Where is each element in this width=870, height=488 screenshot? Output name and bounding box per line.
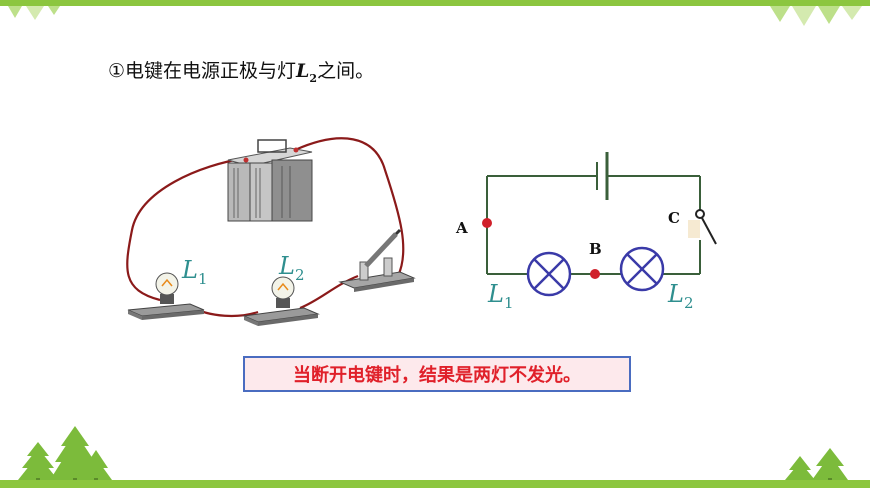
point-b-label: B: [589, 240, 602, 258]
diagram-label-l1: L1: [488, 280, 513, 312]
diagram-label-l1-sub: 1: [503, 293, 514, 312]
bottom-accent-bar: [0, 480, 870, 488]
title-prefix: ①电键在电源正极与灯: [108, 60, 297, 82]
diagram-label-l2-sub: 2: [683, 293, 694, 312]
photo-label-l2-sub: 2: [294, 265, 305, 284]
point-a-marker: [482, 218, 492, 228]
top-accent-bar: [0, 0, 870, 6]
point-c-label: C: [668, 209, 680, 227]
photo-label-l1-sub: 1: [197, 269, 208, 288]
point-a-label: A: [456, 219, 468, 237]
result-text: 当断开电键时，结果是两灯不发光。: [293, 365, 581, 386]
result-box: 当断开电键时，结果是两灯不发光。: [243, 356, 631, 392]
bulb-icon-l2: [242, 276, 320, 326]
diagram-label-l2-letter: L: [668, 280, 684, 308]
wire-battery-l1: [126, 156, 247, 302]
page-title: ①电键在电源正极与灯L2之间。: [108, 56, 374, 85]
photo-label-l1: L1: [182, 256, 207, 288]
diagram-label-l2: L2: [668, 280, 693, 312]
lamp-symbol-icon-l1: [526, 251, 572, 297]
diagram-label-l1-letter: L: [488, 280, 504, 308]
battery-icon: [227, 139, 313, 222]
title-lamp-sub: 2: [309, 71, 318, 85]
wire-l2-switch: [299, 274, 359, 310]
battery-symbol-icon: [596, 152, 609, 200]
switch-symbol-icon: [688, 209, 717, 245]
bulb-icon-l1: [127, 272, 205, 320]
lamp-symbol-icon-l2: [619, 246, 665, 292]
knife-switch-icon: [338, 228, 416, 292]
photo-label-l2-letter: L: [279, 252, 295, 280]
title-lamp-letter: L: [296, 60, 310, 82]
photo-label-l1-letter: L: [182, 256, 198, 284]
top-right-triangle-decoration: [770, 6, 862, 26]
point-b-marker: [590, 269, 600, 279]
top-left-triangle-decoration: [8, 6, 60, 20]
wire-battery-switch: [294, 137, 405, 277]
photo-label-l2: L2: [279, 252, 304, 284]
title-suffix: 之间。: [317, 60, 375, 82]
